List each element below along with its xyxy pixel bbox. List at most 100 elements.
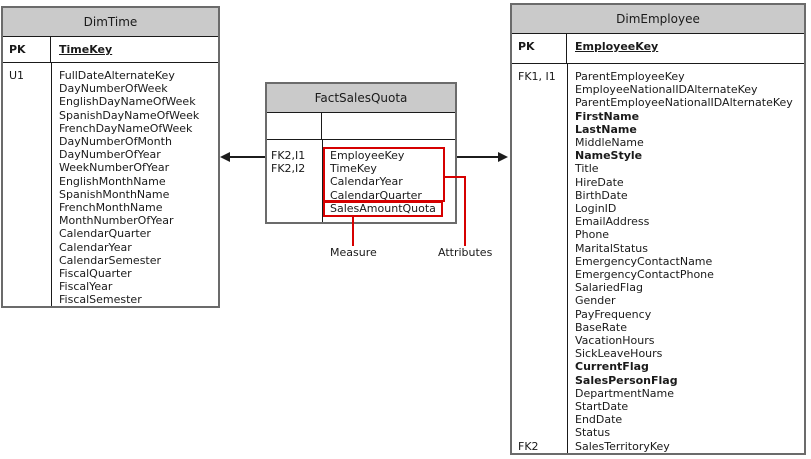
table-dimemployee: DimEmployee PK EmployeeKey FK1, I1 Paren… [510, 3, 806, 455]
table-row: LastName [512, 123, 804, 136]
pk-row: PK TimeKey [3, 37, 218, 63]
key-label [512, 400, 567, 413]
table-row: FK2 SalesTerritoryKey [512, 440, 804, 453]
table-row: DepartmentName [512, 387, 804, 400]
column-name-measure: SalesAmountQuota [330, 201, 436, 215]
key-label [512, 334, 567, 347]
table-row: CalendarSemester [3, 254, 218, 267]
key-label: FK1, I1 [518, 70, 556, 83]
column-name: SpanishMonthName [59, 187, 170, 201]
column-name: BaseRate [575, 320, 628, 334]
column-name: Title [575, 162, 599, 176]
key-label [3, 188, 51, 201]
table-row: CalendarYear [3, 241, 218, 254]
table-row: EmailAddress [512, 215, 804, 228]
column-name: EnglishDayNameOfWeek [59, 95, 196, 109]
table-row: CalendarQuarter [3, 227, 218, 240]
column-name: CalendarSemester [59, 253, 162, 267]
column-name: EmailAddress [575, 215, 650, 229]
table-row: U1 FullDateAlternateKey [3, 69, 218, 82]
attributes-connector-line-horizontal [445, 176, 466, 178]
table-row: SickLeaveHours [512, 347, 804, 360]
key-label [512, 189, 567, 202]
key-label [512, 176, 567, 189]
column-name: HireDate [575, 175, 624, 189]
key-label [512, 347, 567, 360]
key-label [512, 149, 567, 162]
table-row: EnglishMonthName [3, 175, 218, 188]
column-name: FullDateAlternateKey [59, 69, 175, 82]
table-row: StartDate [512, 400, 804, 413]
column-name: EmergencyContactName [575, 254, 713, 268]
column-name: FiscalSemester [59, 293, 142, 307]
column-name: LastName [575, 122, 637, 136]
column-name: SpanishDayNameOfWeek [59, 108, 200, 122]
key-label [3, 95, 51, 108]
column-name: Gender [575, 294, 616, 308]
table-row: SpanishDayNameOfWeek [3, 109, 218, 122]
table-dimtime: DimTime PK TimeKey U1 FullDateAlternateK… [1, 6, 220, 308]
table-row: VacationHours [512, 334, 804, 347]
key-label [512, 215, 567, 228]
column-name: DayNumberOfYear [59, 148, 161, 162]
key-label [512, 360, 567, 373]
column-name: EndDate [575, 413, 623, 427]
column-name: LoginID [575, 202, 617, 216]
key-label [512, 228, 567, 241]
key-label [3, 241, 51, 254]
key-label [512, 96, 567, 109]
table-row: Title [512, 162, 804, 175]
arrow-left-icon [220, 152, 230, 162]
column-name: PayFrequency [575, 307, 652, 321]
key-label [512, 281, 567, 294]
table-row: DayNumberOfYear [3, 148, 218, 161]
table-row: MaritalStatus [512, 242, 804, 255]
key-label [3, 267, 51, 280]
key-label [512, 123, 567, 136]
column-name: ParentEmployeeNationalIDAlternateKey [575, 96, 793, 110]
table-row: Phone [512, 228, 804, 241]
key-label [3, 109, 51, 122]
key-label [512, 268, 567, 281]
key-label [512, 308, 567, 321]
table-row: EmergencyContactPhone [512, 268, 804, 281]
column-divider-line [51, 63, 52, 306]
column-name: EmployeeNationalIDAlternateKey [575, 83, 758, 97]
table-row: WeekNumberOfYear [3, 161, 218, 174]
table-row: FiscalYear [3, 280, 218, 293]
column-name: VacationHours [575, 334, 655, 348]
column-name: DayNumberOfWeek [59, 82, 168, 96]
key-label [512, 202, 567, 215]
column-name: MaritalStatus [575, 241, 648, 255]
fact-key-labels: FK2,I1 FK2,I2 [271, 149, 305, 175]
key-label [3, 82, 51, 95]
table-row: SalesPersonFlag [512, 374, 804, 387]
key-label: FK2,I1 [271, 149, 306, 162]
key-label [512, 110, 567, 123]
pk-label-empty [267, 113, 322, 139]
pk-row: PK EmployeeKey [512, 34, 804, 64]
pk-column-name: EmployeeKey [575, 40, 659, 53]
column-name: SalesTerritoryKey [575, 439, 670, 453]
attributes-connector-line-vertical [464, 176, 466, 246]
key-label: FK2 [518, 439, 539, 453]
column-name: StartDate [575, 400, 629, 414]
column-name: SickLeaveHours [575, 347, 663, 361]
key-label [3, 254, 51, 267]
relationship-line-dimemployee [457, 156, 498, 158]
column-name: CalendarQuarter [59, 227, 151, 241]
column-name: CalendarQuarter [330, 188, 422, 202]
table-row: HireDate [512, 176, 804, 189]
key-label [512, 413, 567, 426]
column-list: U1 FullDateAlternateKey DayNumberOfWeek … [3, 63, 218, 307]
relationship-line-dimtime [229, 156, 265, 158]
table-row: BirthDate [512, 189, 804, 202]
key-label [512, 321, 567, 334]
table-row: SpanishMonthName [3, 188, 218, 201]
table-factsalesquota: FactSalesQuota FK2,I1 FK2,I2 EmployeeKey [265, 82, 457, 224]
table-row: FK1, I1 ParentEmployeeKey [512, 70, 804, 83]
table-row: MiddleName [512, 136, 804, 149]
column-name: TimeKey [330, 162, 377, 176]
key-label [3, 161, 51, 174]
column-divider-line [567, 64, 568, 453]
